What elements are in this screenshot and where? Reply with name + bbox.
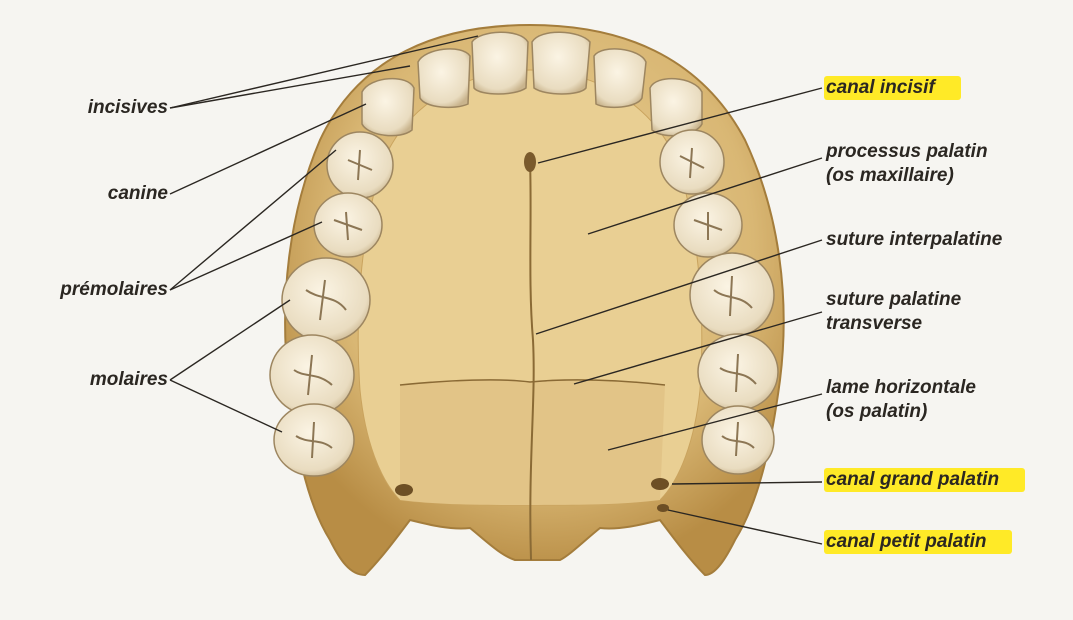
label-lame-horizontale-line2: (os palatin) [826, 401, 928, 422]
label-premolaires-text: prémolaires [60, 279, 168, 300]
incisive-canal [524, 152, 536, 172]
label-canal-petit-palatin-text: canal petit palatin [824, 530, 1013, 554]
label-canal-incisif-text: canal incisif [824, 76, 961, 100]
leader-lines [169, 35, 823, 545]
label-suture-interpalatine: suture interpalatine [826, 228, 1002, 252]
label-molaires-text: molaires [89, 369, 168, 390]
greater-palatine-foramen-left [395, 484, 413, 496]
label-canal-grand-palatin-text: canal grand palatin [824, 468, 1026, 492]
label-molaires: molaires [0, 368, 168, 392]
label-canal-petit-palatin: canal petit palatin [824, 530, 1013, 554]
label-premolaires: prémolaires [0, 278, 168, 302]
lesser-palatine-foramen [657, 504, 669, 512]
label-incisives-text: incisives [87, 97, 168, 118]
label-processus-palatin: processus palatin (os maxillaire) [826, 140, 988, 188]
interpalatine-suture-line [529, 159, 535, 561]
label-suture-transverse-line1: suture palatine [826, 289, 962, 310]
label-suture-transverse: suture palatine transverse [826, 288, 961, 336]
label-suture-transverse-line2: transverse [826, 313, 923, 334]
label-canal-incisif: canal incisif [824, 76, 961, 100]
label-lame-horizontale: lame horizontale (os palatin) [826, 376, 976, 424]
label-suture-interpalatine-text: suture interpalatine [826, 229, 1003, 250]
greater-palatine-foramen [651, 478, 669, 490]
tooth-grooves [293, 147, 757, 459]
label-incisives: incisives [0, 96, 168, 120]
label-lame-horizontale-line1: lame horizontale [826, 377, 976, 398]
label-canine-text: canine [107, 183, 168, 204]
label-canal-grand-palatin: canal grand palatin [824, 468, 1026, 492]
transverse-suture-line [399, 379, 666, 386]
label-processus-palatin-line2: (os maxillaire) [826, 165, 954, 186]
label-processus-palatin-line1: processus palatin [826, 141, 988, 162]
label-canine: canine [0, 182, 168, 206]
